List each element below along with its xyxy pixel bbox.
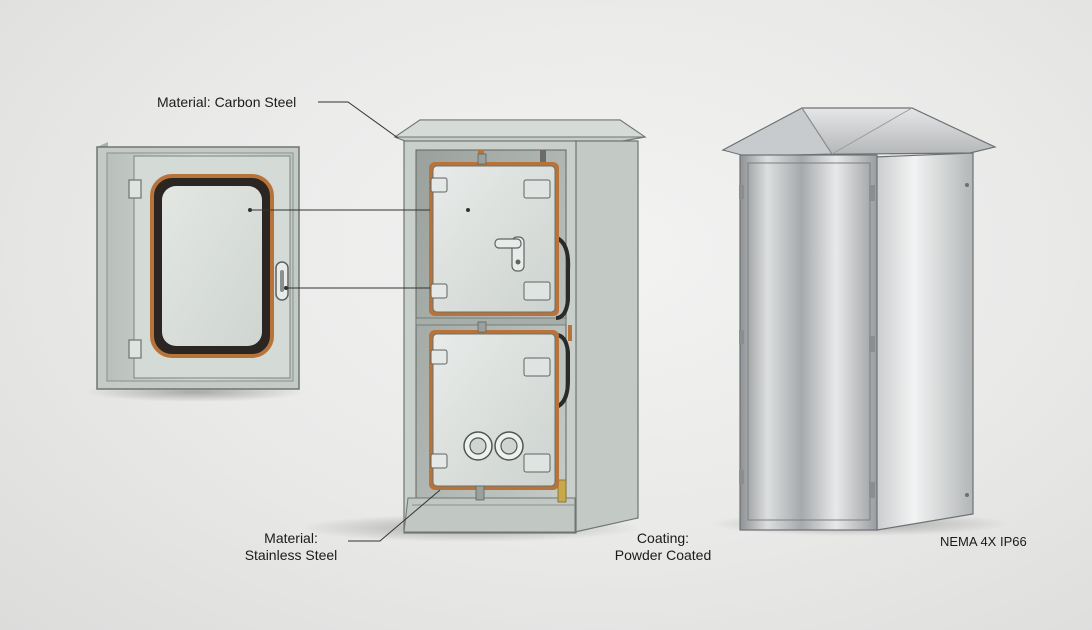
junction-box-upper xyxy=(429,153,559,316)
label-line: Coating: xyxy=(636,530,690,546)
stainless-steel-cabinet xyxy=(710,107,1010,536)
label-line: Powder Coated xyxy=(614,547,712,563)
leader-line-stainless xyxy=(348,489,441,542)
latch-icon xyxy=(430,349,448,365)
cable-gland-icon xyxy=(463,431,493,461)
floor-standing-enclosure-open xyxy=(300,119,647,542)
hinge-icon xyxy=(523,453,551,473)
hinge-icon xyxy=(128,339,142,359)
latch-icon xyxy=(430,177,448,193)
latch-icon xyxy=(869,482,875,498)
lock-handle-icon xyxy=(494,236,525,272)
latch-icon xyxy=(869,336,875,352)
hinge-icon xyxy=(523,281,551,301)
leader-lines xyxy=(250,101,441,542)
latch-icon xyxy=(430,283,448,299)
label-line: Material: xyxy=(264,530,318,546)
latch-icon xyxy=(430,453,448,469)
label-material-carbon-steel: Material: Carbon Steel xyxy=(157,94,297,110)
cable-gland-icon xyxy=(494,431,524,461)
hinge-icon xyxy=(523,357,551,377)
leader-line-carbon-steel xyxy=(318,101,399,139)
viewing-window xyxy=(162,186,262,346)
label-line: Stainless Steel xyxy=(244,547,338,563)
label-rating: NEMA 4X IP66 xyxy=(940,534,1027,549)
junction-box-lower xyxy=(429,321,559,501)
label-coating: Coating: Powder Coated xyxy=(598,530,728,564)
latch-icon xyxy=(869,185,875,201)
hinge-icon xyxy=(128,179,142,199)
hinge-icon xyxy=(523,179,551,199)
wall-mount-enclosure xyxy=(85,142,305,402)
hinge-icon xyxy=(739,470,744,484)
hinge-icon xyxy=(739,185,744,199)
hinge-icon xyxy=(739,330,744,344)
label-material-stainless-steel: Material: Stainless Steel xyxy=(236,530,346,564)
